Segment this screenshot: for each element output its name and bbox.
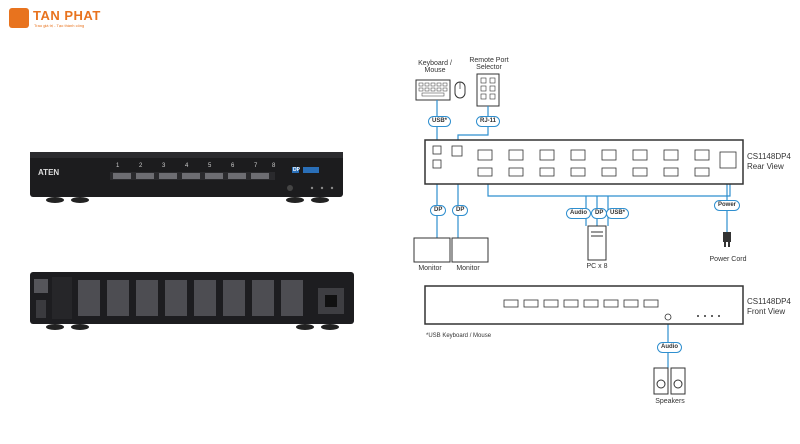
connection-diagram (413, 73, 744, 395)
dp-badge: DP (452, 205, 469, 216)
front-model-label: CS1148DP4 (747, 297, 791, 306)
rear-view-chassis (424, 139, 744, 185)
port-number: 8 (272, 163, 276, 169)
speakers-label: Speakers (655, 398, 685, 405)
monitor-label: Monitor (418, 265, 442, 272)
port-number: 5 (208, 163, 212, 169)
brand-logo-icon (9, 8, 29, 28)
remote-port-selector-icon (476, 73, 500, 107)
rj11-badge: RJ-11 (476, 116, 501, 127)
audio-badge: Audio (566, 208, 591, 219)
audio-badge: Audio (657, 342, 682, 353)
port-number: 1 (116, 163, 120, 169)
product-photos (30, 152, 354, 330)
keyboard-icon (415, 79, 451, 101)
device-rear-photo (30, 272, 354, 330)
monitor-label: Monitor (456, 265, 480, 272)
brand-name: TAN PHAT (33, 8, 101, 23)
usb-badge: USB* (428, 116, 452, 127)
power-plug-icon (723, 232, 731, 247)
power-badge: Power (714, 200, 741, 211)
port-number: 4 (185, 163, 189, 169)
usb-badge: USB* (606, 208, 630, 219)
keyboard-mouse-label: Keyboard / Mouse (418, 60, 452, 74)
rear-view-label: Rear View (747, 162, 784, 171)
front-view-chassis (424, 285, 744, 325)
port-number: 3 (162, 163, 166, 169)
dp-badge: DP (591, 208, 608, 219)
monitor-icon (413, 237, 489, 263)
front-brand-label: ATEN (38, 168, 60, 177)
dp-badge: DP (430, 205, 447, 216)
device-front-photo (30, 152, 343, 203)
pc-label: PC x 8 (586, 263, 608, 270)
port-number: 2 (139, 163, 143, 169)
port-number: 7 (254, 163, 258, 169)
footnote: *USB Keyboard / Mouse (426, 333, 492, 339)
front-view-label: Front View (747, 307, 786, 316)
port-number: 6 (231, 163, 235, 169)
mouse-icon (454, 81, 466, 99)
speakers-icon (653, 367, 686, 395)
front-dp-label: DP (293, 167, 300, 173)
power-cord-label: Power Cord (709, 256, 747, 263)
brand-tagline: Trao giá trị - Tạo thành công (34, 23, 85, 28)
remote-port-selector-label: Remote Port Selector (469, 57, 509, 71)
pc-icon (587, 225, 607, 261)
rear-model-label: CS1148DP4 (747, 152, 791, 161)
